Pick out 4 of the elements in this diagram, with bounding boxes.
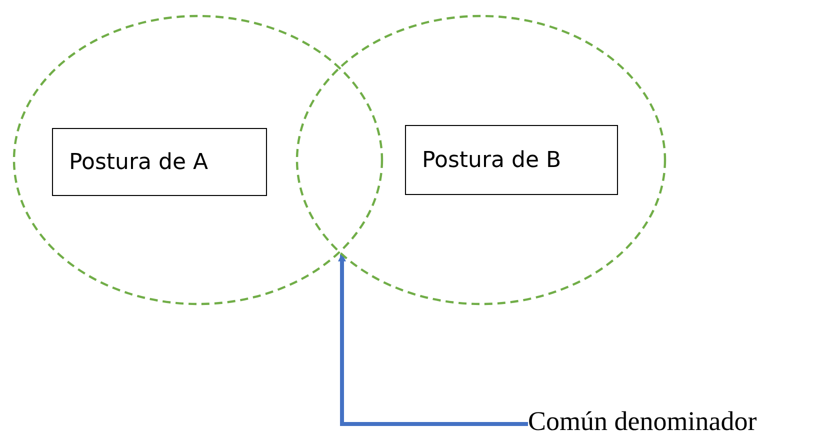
label-box: Postura de A (52, 128, 267, 196)
callout-text: Común denominador (528, 406, 757, 436)
label-box: Postura de B (405, 125, 618, 195)
arrow (338, 253, 528, 426)
